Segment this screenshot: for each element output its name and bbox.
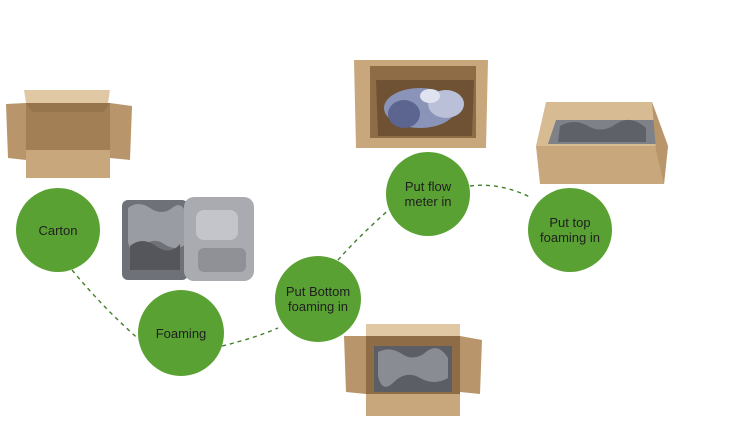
carton-with-meter-image bbox=[354, 60, 488, 148]
step-put-flow-meter-label: Put flow meter in bbox=[404, 179, 452, 209]
connector-bottom-meter bbox=[337, 206, 393, 261]
connector-meter-top bbox=[469, 184, 533, 199]
step-put-top-foaming-label: Put top foaming in bbox=[540, 215, 600, 245]
step-foaming-label: Foaming bbox=[155, 325, 207, 341]
connector-lines bbox=[71, 184, 533, 347]
step-foaming: Foaming bbox=[138, 290, 224, 376]
step-put-bottom-foaming: Put Bottom foaming in bbox=[275, 256, 361, 342]
step-put-top-foaming: Put top foaming in bbox=[528, 188, 612, 272]
step-put-flow-meter: Put flow meter in bbox=[386, 152, 470, 236]
connector-carton-foaming bbox=[71, 269, 143, 343]
step-put-bottom-foaming-label: Put Bottom foaming in bbox=[285, 284, 351, 314]
carton-with-top-foam-image bbox=[536, 102, 668, 184]
foam-pieces-image bbox=[122, 197, 254, 281]
empty-carton-image bbox=[6, 90, 132, 178]
step-carton: Carton bbox=[16, 188, 100, 272]
carton-with-bottom-foam-image bbox=[344, 324, 482, 416]
step-carton-label: Carton bbox=[38, 222, 78, 238]
connector-foaming-bottom bbox=[221, 327, 279, 347]
